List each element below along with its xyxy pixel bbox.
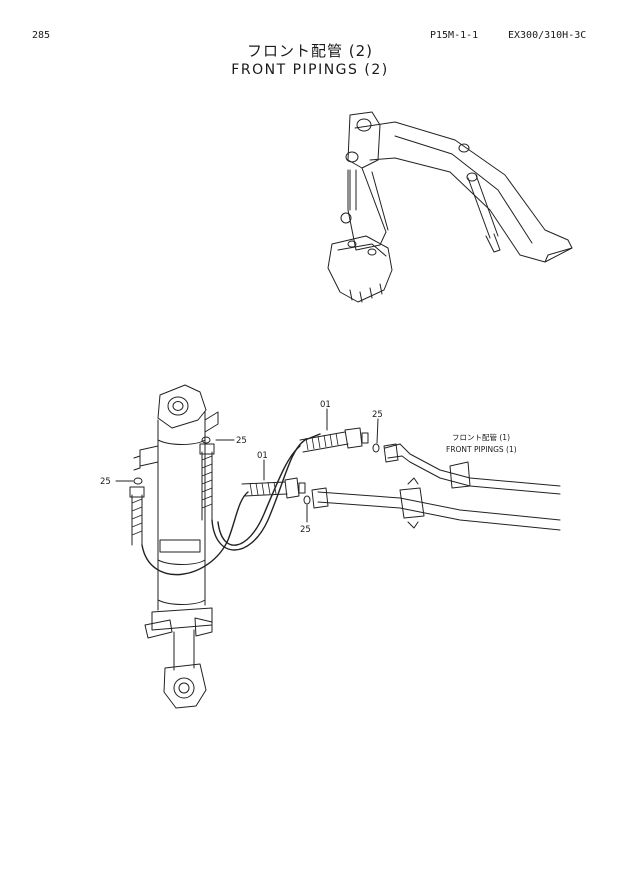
cylinder-hose-right [199, 443, 215, 521]
hose-lower-01 [141, 477, 306, 576]
hose-upper-01 [211, 427, 369, 551]
page-title-japanese: フロント配管 (2) [246, 42, 374, 60]
excavator-front-overview [327, 111, 573, 303]
arm-pipes [311, 443, 561, 531]
o-ring-left [133, 477, 143, 485]
page-number: 285 [32, 30, 51, 41]
cross-reference-japanese: フロント配管 (1) [452, 432, 510, 442]
callout-hose-upper: 01 [320, 400, 331, 410]
model-code: EX300/310H-3C [508, 30, 587, 41]
cross-reference-english: FRONT PIPINGS (1) [446, 445, 517, 454]
o-ring-mid [372, 443, 380, 453]
callout-oring-mid: 25 [372, 410, 383, 420]
o-ring-top [201, 436, 211, 444]
callout-oring-top: 25 [236, 436, 247, 446]
o-ring-bottom [303, 495, 311, 505]
page-title-english: FRONT PIPINGS (2) [231, 62, 389, 78]
cylinder-hose-left [129, 486, 145, 546]
callout-hose-lower: 01 [257, 451, 268, 461]
reference-code: P15M-1-1 [430, 30, 479, 41]
callout-oring-bottom: 25 [300, 525, 311, 535]
leader-lines [115, 408, 379, 523]
callout-oring-left: 25 [100, 477, 111, 487]
bucket-cylinder-assembly [133, 384, 219, 709]
